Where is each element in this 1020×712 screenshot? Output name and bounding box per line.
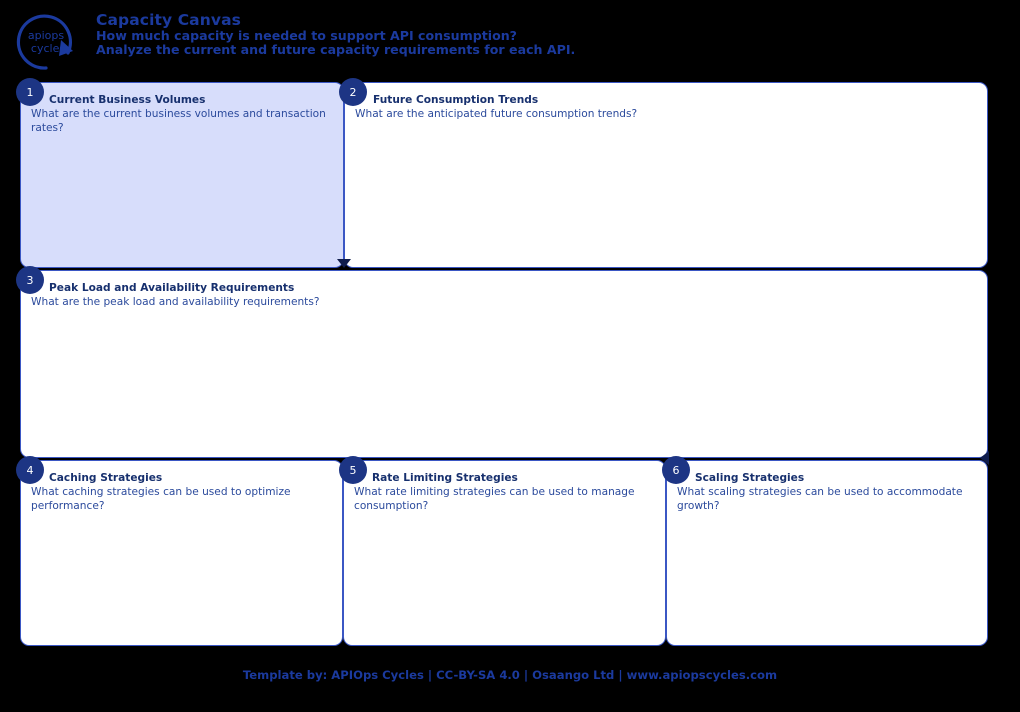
canvas-box-3-title: Peak Load and Availability Requirements — [49, 282, 295, 294]
page-subtitle-question: How much capacity is needed to support A… — [96, 28, 517, 43]
page-subtitle-description: Analyze the current and future capacity … — [96, 42, 576, 57]
canvas-box-2-content: Future Consumption Trends What are the a… — [355, 89, 977, 122]
canvas-box-2[interactable]: Future Consumption Trends What are the a… — [344, 82, 988, 268]
canvas-box-2-question: What are the anticipated future consumpt… — [355, 108, 638, 120]
canvas-box-4-content: Caching Strategies What caching strategi… — [31, 467, 332, 513]
canvas-box-4[interactable]: Caching Strategies What caching strategi… — [20, 460, 343, 646]
title-block: Capacity Canvas How much capacity is nee… — [96, 12, 976, 57]
canvas-box-6[interactable]: Scaling Strategies What scaling strategi… — [666, 460, 988, 646]
canvas-box-6-number-badge: 6 — [662, 456, 690, 484]
canvas-box-2-number: 2 — [349, 85, 357, 99]
apiops-cycles-logo-icon: apiops cycles — [16, 8, 82, 74]
canvas-box-6-content: Scaling Strategies What scaling strategi… — [677, 467, 977, 513]
canvas-box-3[interactable]: Peak Load and Availability Requirements … — [20, 270, 988, 458]
svg-text:apiops: apiops — [28, 29, 64, 42]
canvas-box-5-number-badge: 5 — [339, 456, 367, 484]
canvas-box-1-number: 1 — [26, 85, 34, 99]
canvas-box-5[interactable]: Rate Limiting Strategies What rate limit… — [343, 460, 666, 646]
canvas-box-3-question: What are the peak load and availability … — [31, 296, 320, 308]
canvas-header: apiops cycles Capacity Canvas How much c… — [0, 0, 1020, 78]
canvas-box-6-title: Scaling Strategies — [695, 472, 805, 484]
canvas-box-5-question: What rate limiting strategies can be use… — [354, 486, 635, 512]
canvas-box-4-number-badge: 4 — [16, 456, 44, 484]
canvas-box-3-number: 3 — [26, 273, 34, 287]
canvas-box-5-content: Rate Limiting Strategies What rate limit… — [354, 467, 655, 513]
canvas-box-3-number-badge: 3 — [16, 266, 44, 294]
canvas-box-5-number: 5 — [349, 463, 357, 477]
canvas-box-6-number: 6 — [672, 463, 680, 477]
row1-column-joint-marker — [337, 259, 351, 268]
canvas-box-1-number-badge: 1 — [16, 78, 44, 106]
canvas-box-2-number-badge: 2 — [339, 78, 367, 106]
canvas-box-5-title: Rate Limiting Strategies — [372, 472, 518, 484]
canvas-box-4-title: Caching Strategies — [49, 472, 163, 484]
svg-text:cycles: cycles — [31, 42, 65, 55]
row2-row3-joint-marker — [980, 451, 989, 465]
canvas-box-3-content: Peak Load and Availability Requirements … — [31, 277, 977, 310]
footer-text: Template by: APIOps Cycles | CC-BY-SA 4.… — [242, 668, 778, 682]
canvas-box-4-question: What caching strategies can be used to o… — [31, 486, 291, 512]
canvas-box-1-title: Current Business Volumes — [49, 94, 206, 106]
canvas-box-1-question: What are the current business volumes an… — [31, 108, 326, 134]
canvas-box-1[interactable]: Current Business Volumes What are the cu… — [20, 82, 344, 268]
page-title: Capacity Canvas — [96, 11, 241, 29]
footer-credit: Template by: APIOps Cycles | CC-BY-SA 4.… — [0, 668, 1020, 682]
canvas-box-2-title: Future Consumption Trends — [373, 94, 539, 106]
canvas-box-1-content: Current Business Volumes What are the cu… — [31, 89, 333, 135]
canvas-box-4-number: 4 — [26, 463, 34, 477]
canvas-box-6-question: What scaling strategies can be used to a… — [677, 486, 963, 512]
